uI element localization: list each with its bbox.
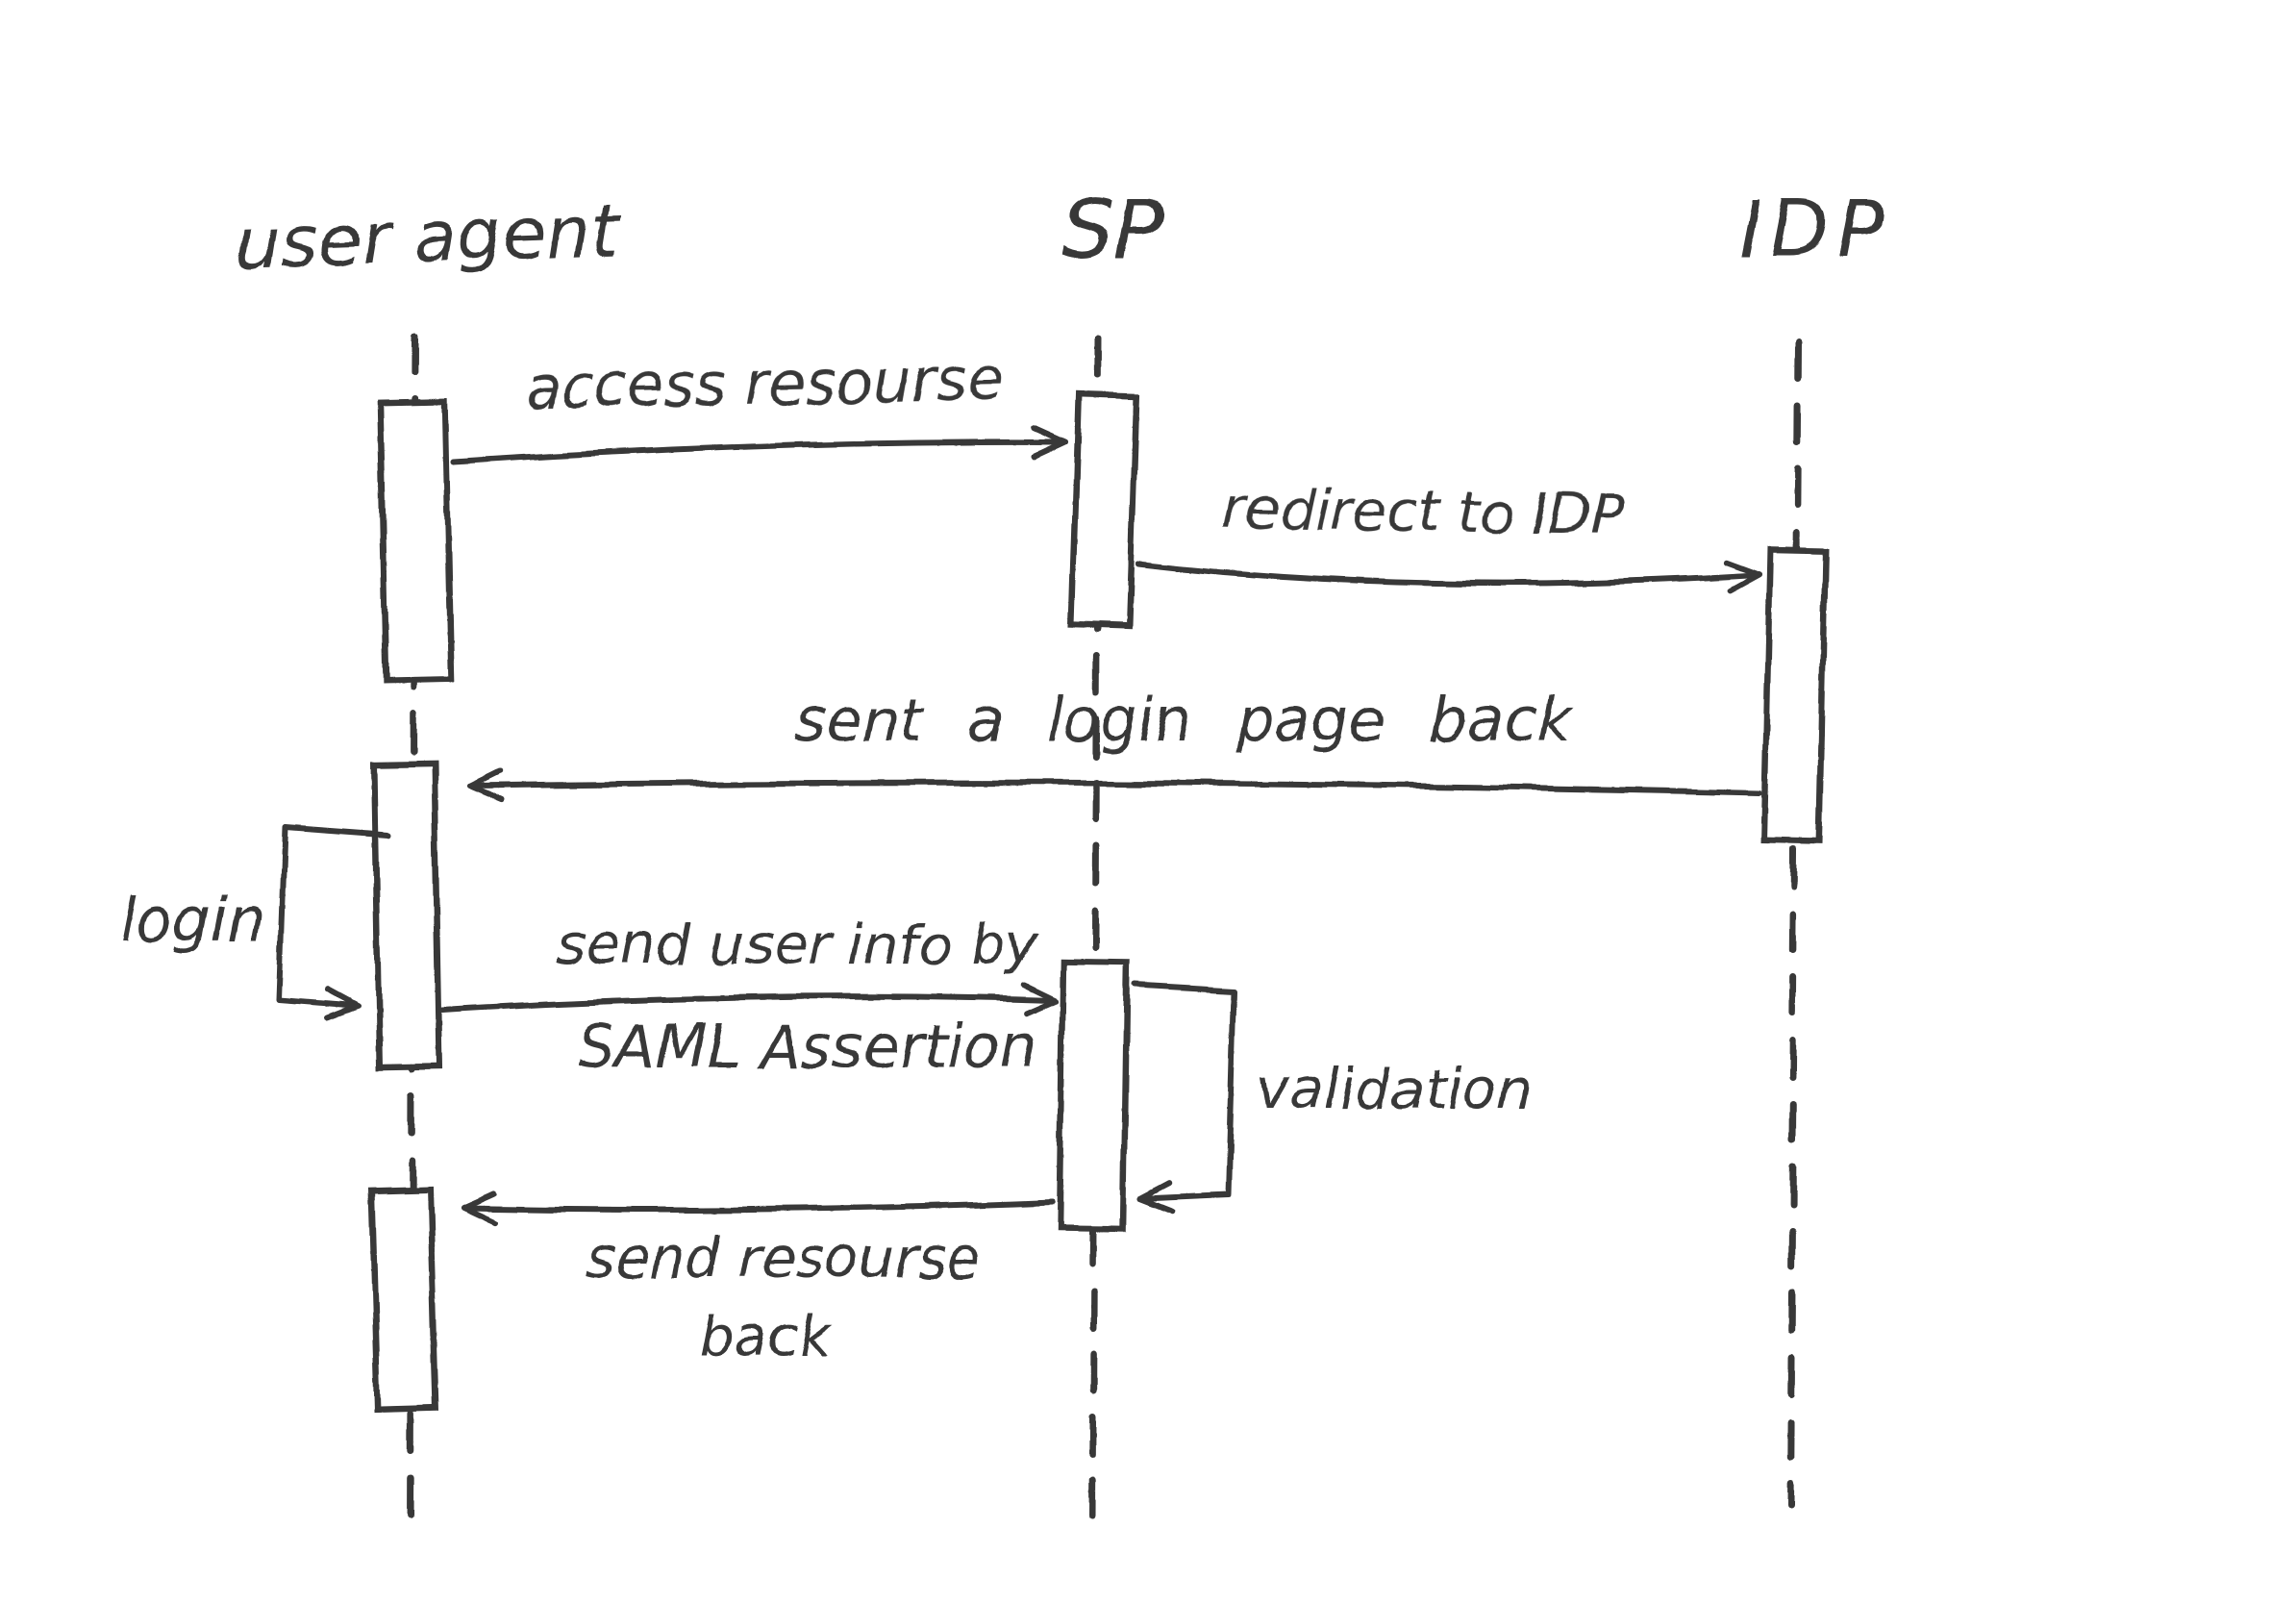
activation-sp-1 [1067,391,1140,630]
actor-label-user-agent: user agent [234,189,622,286]
arrow-send-login-page-back [466,768,1762,804]
activation-sp-2 [1056,958,1131,1233]
activation-user-agent-2 [370,761,443,1071]
arrow-validation-self-loop [1132,982,1237,1215]
message-label-send-user-info-line2: SAML Assertion [578,1012,1038,1082]
actor-label-sp: SP [1062,182,1165,278]
message-label-send-user-info-line1: send user info by [557,912,1039,977]
actor-label-idp: IDP [1739,185,1890,274]
activation-user-agent-3 [368,1185,439,1414]
message-label-send-resource-line2: back [698,1304,833,1369]
arrow-login-self-loop [276,824,391,1021]
message-label-send-resource-line1: send resourse [586,1225,981,1291]
message-label-access-resource: access resourse [524,344,1004,423]
message-label-validation: validation [1257,1056,1532,1121]
message-label-send-login-page-back: sent a login page back [794,685,1573,755]
arrow-redirect-to-idp [1136,560,1762,594]
message-label-redirect-to-idp: redirect to IDP [1222,475,1626,547]
activation-user-agent-1 [376,398,455,685]
arrow-send-user-info [439,982,1059,1016]
arrow-send-resource-back [461,1190,1055,1226]
activation-idp-1 [1760,546,1830,845]
arrow-access-resource [451,425,1068,464]
message-label-login: login [119,885,264,955]
lifeline-idp [1786,338,1802,1510]
